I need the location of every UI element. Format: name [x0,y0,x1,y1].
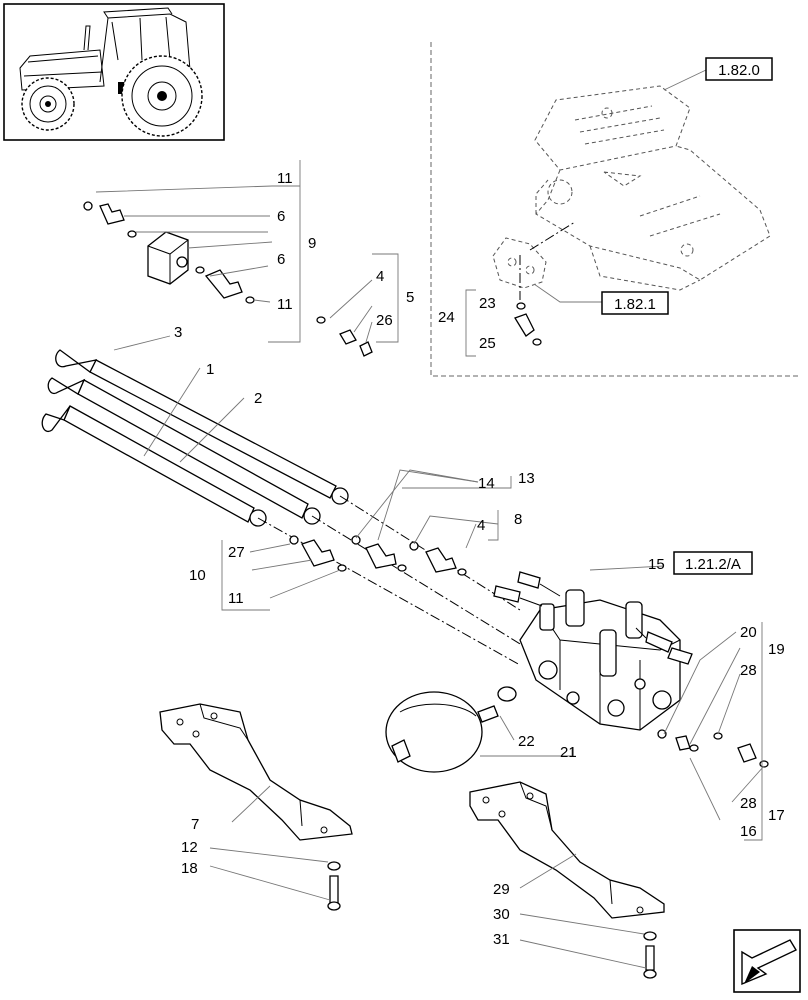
part-label: 11 [228,590,244,607]
next-page-arrow-icon[interactable] [733,929,801,993]
reference-box-1-82-1[interactable]: 1.82.1 [601,291,669,315]
tractor-icon[interactable] [3,3,225,141]
leader-lines [95,160,765,969]
part-label: 12 [181,839,198,856]
bracket-right [469,781,665,919]
part-label: 13 [518,470,535,487]
part-label: 17 [768,807,785,824]
part-label: 25 [479,335,496,352]
fittings-right [657,729,769,768]
part-labels: 11 6 9 6 11 4 5 26 24 23 25 3 1 2 14 13 … [174,170,785,948]
part-label: 31 [493,931,510,948]
part-label: 23 [479,295,496,312]
part-label: 7 [191,816,199,833]
part-label: 15 [648,556,665,573]
transmission-housing [534,85,771,291]
reference-label: 1.82.1 [614,296,656,313]
part-label: 8 [514,511,522,528]
fittings-4-26 [316,316,373,357]
part-label: 1 [206,361,214,378]
pump-flange [492,237,547,289]
accumulator [385,686,517,773]
part-label: 4 [477,517,485,534]
reference-label: 1.21.2/A [685,556,741,573]
part-label: 11 [277,296,293,313]
fittings-upper [83,201,255,304]
part-label: 9 [308,235,316,252]
part-label: 10 [189,567,206,584]
part-label: 11 [277,170,293,187]
part-label: 6 [277,251,285,268]
part-label: 20 [740,624,757,641]
part-label: 21 [560,744,577,761]
part-label: 5 [406,289,414,306]
part-label: 22 [518,733,535,750]
connector-block [147,231,189,285]
part-label: 6 [277,208,285,225]
part-label: 18 [181,860,198,877]
part-label: 2 [254,390,262,407]
reference-box-1-82-0[interactable]: 1.82.0 [705,57,773,81]
bracket-left [159,703,353,841]
part-label: 28 [740,662,757,679]
reference-label: 1.82.0 [718,62,760,79]
part-label: 19 [768,641,785,658]
screw-right [643,931,657,979]
part-label: 4 [376,268,384,285]
part-label: 29 [493,881,510,898]
fittings-middle [289,535,467,576]
part-label: 26 [376,312,393,329]
part-label: 28 [740,795,757,812]
control-valve-block [493,571,693,731]
part-label: 24 [438,309,455,326]
part-label: 27 [228,544,245,561]
part-label: 3 [174,324,182,341]
part-label: 14 [478,475,495,492]
reference-box-1-21-2-a[interactable]: 1.21.2/A [673,551,753,575]
screw-left [327,861,341,911]
part-label: 30 [493,906,510,923]
elbow-fitting [514,302,542,346]
part-label: 16 [740,823,757,840]
